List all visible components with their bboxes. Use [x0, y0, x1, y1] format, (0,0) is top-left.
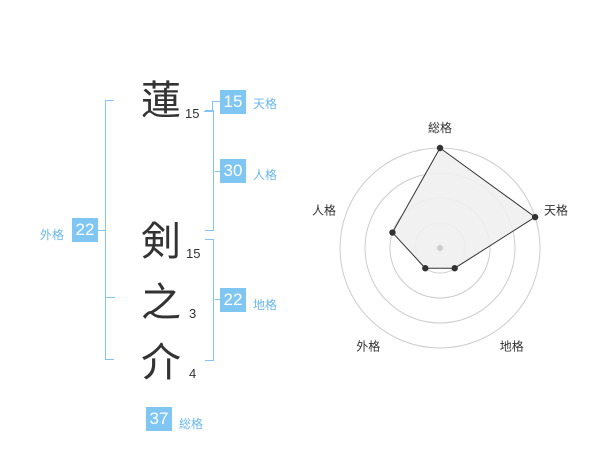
gaikaku-bracket-tick — [97, 230, 105, 231]
radar-axis-label-5: 人格 — [312, 202, 336, 217]
radar-point-3 — [451, 265, 458, 272]
jinkaku-label: 人格 — [253, 168, 278, 182]
gaikaku-badge: 22 — [72, 218, 98, 242]
radar-center-dot — [437, 245, 443, 251]
chikaku-bracket-tick — [215, 299, 221, 300]
tenkaku-label: 天格 — [253, 97, 278, 111]
stroke-count-4: 4 — [189, 366, 197, 381]
radar-point-4 — [422, 265, 429, 272]
chikaku-bracket — [205, 239, 214, 361]
stroke-count-2: 15 — [186, 246, 201, 261]
stroke-count-1: 15 — [185, 106, 200, 121]
name-char-4: 介 — [141, 340, 181, 386]
tenkaku-bracket — [204, 101, 213, 112]
name-char-2: 剣 — [141, 219, 181, 265]
radar-axis-label-3: 地格 — [500, 339, 524, 354]
gaikaku-label: 外格 — [40, 228, 65, 242]
chikaku-label: 地格 — [253, 298, 278, 312]
jinkaku-bracket — [205, 110, 214, 231]
radar-axis-label-1: 総格 — [428, 120, 452, 135]
radar-axis-label-4: 外格 — [356, 339, 380, 354]
chikaku-badge: 22 — [220, 288, 246, 312]
tenkaku-bracket-tick — [212, 101, 220, 102]
stroke-count-3: 3 — [189, 306, 197, 321]
name-char-3: 之 — [141, 280, 181, 326]
jinkaku-bracket-tick — [215, 171, 221, 172]
radar-point-1 — [436, 144, 444, 152]
radar-point-5 — [389, 229, 396, 236]
jinkaku-badge: 30 — [220, 159, 246, 183]
gaikaku-bracket-inner-tick — [106, 297, 115, 298]
radar-axis-label-2: 天格 — [544, 202, 568, 217]
tenkaku-badge: 15 — [220, 90, 246, 114]
radar-point-2 — [531, 213, 539, 221]
name-char-1: 蓮 — [141, 78, 181, 124]
gaikaku-bracket — [105, 100, 114, 360]
soukaku-label: 総格 — [179, 417, 204, 431]
soukaku-badge: 37 — [146, 407, 172, 431]
radar-data-polygon — [391, 147, 536, 269]
radar-data-points — [389, 144, 539, 272]
